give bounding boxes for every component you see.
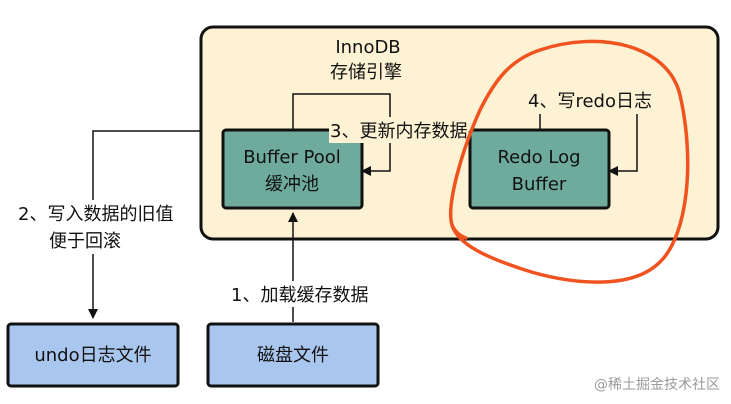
step3-label-backing — [329, 117, 465, 143]
disk-file-box — [206, 322, 380, 388]
redo-log-buffer-box — [468, 128, 611, 210]
undo-log-file-box — [6, 322, 180, 388]
redo-highlight-circle — [448, 39, 690, 284]
buffer-pool-box — [221, 128, 364, 210]
step4-label-backing — [526, 88, 652, 114]
redo-log-buffer-label-line1: Redo Log — [497, 147, 580, 168]
undo-write-arrow — [88, 130, 201, 319]
buffer-pool-label-line2: 缓冲池 — [265, 174, 319, 195]
step4-label: 4、写redo日志 — [528, 91, 652, 112]
engine-subtitle: 存储引擎 — [330, 62, 402, 83]
step2-label-line1: 2、写入数据的旧值 — [18, 204, 173, 225]
undo-log-file-label: undo日志文件 — [34, 345, 151, 366]
step1-label-backing — [229, 281, 367, 307]
redo-log-buffer-label-line2: Buffer — [512, 174, 567, 195]
buffer-pool-label-line1: Buffer Pool — [243, 147, 341, 168]
step2-label-line2: 便于回滚 — [49, 231, 121, 252]
step2-label-backing — [15, 200, 183, 254]
step3-label: 3、更新内存数据 — [330, 121, 467, 142]
update-memory-loop-arrow — [292, 93, 391, 176]
watermark: @稀土掘金技术社区 — [594, 377, 720, 393]
redo-highlight-tail — [450, 223, 468, 240]
disk-file-label: 磁盘文件 — [257, 345, 329, 366]
engine-title: InnoDB — [335, 37, 400, 58]
step1-label: 1、加载缓存数据 — [231, 285, 368, 306]
